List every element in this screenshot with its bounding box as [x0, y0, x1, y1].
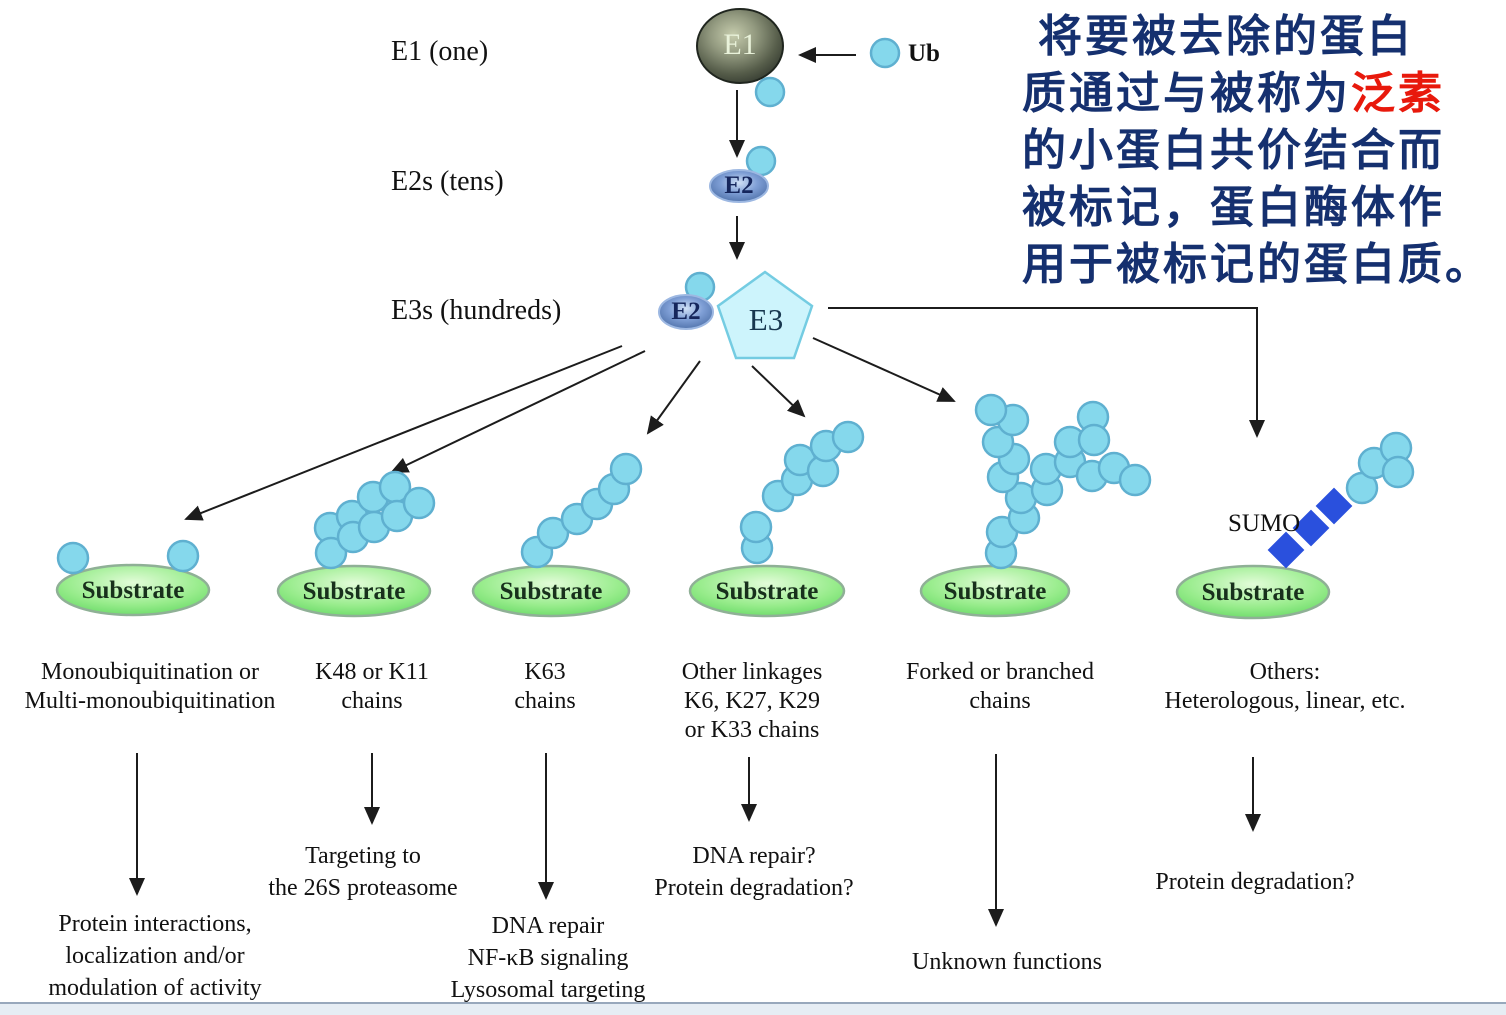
e2b-enzyme	[658, 294, 714, 330]
label-line: Lysosomal targeting	[450, 977, 646, 1003]
ubiquitin-chain-forked	[974, 393, 1152, 570]
chain-type-label-3: K63 chains	[514, 658, 575, 716]
outcome-label-4: DNA repair? Protein degradation?	[654, 840, 853, 904]
arrow-to-substrate-4	[751, 365, 806, 418]
substrate-1-ellipse	[55, 563, 211, 617]
chain-type-label-2: K48 or K11 chains	[315, 658, 429, 716]
e3-fan-arrows	[184, 307, 1265, 521]
e2-enzyme	[709, 169, 769, 203]
chain-type-label-6: Others: Heterologous, linear, etc.	[1165, 658, 1406, 716]
arrow-to-substrate-2	[390, 350, 646, 473]
e2-row-label: E2s (tens)	[391, 166, 504, 197]
substrate-label-3: Substrate	[499, 578, 603, 605]
ubiquitin-legend-icon	[869, 37, 901, 69]
ubiquitin-on-e1	[754, 76, 786, 108]
e1-enzyme	[696, 8, 784, 84]
sumo-diamonds	[1267, 487, 1353, 569]
annotation-segment: 质通过与被称为	[1022, 69, 1351, 118]
ubiquitin-chain-mono	[56, 539, 200, 575]
label-line: DNA repair	[491, 913, 605, 939]
outcome-label-6: Protein degradation?	[1155, 866, 1354, 898]
label-line: Unknown functions	[912, 949, 1102, 975]
label-line: Protein degradation?	[654, 875, 854, 901]
chain-type-label-5: Forked or branched chains	[906, 658, 1094, 716]
substrate-label-4: Substrate	[715, 578, 819, 605]
annotation-line: 的小蛋白共价结合而	[1022, 126, 1445, 175]
label-line: the 26S proteasome	[268, 875, 458, 901]
substrate-label-5: Substrate	[943, 578, 1047, 605]
label-line: K63	[524, 659, 566, 685]
label-line: chains	[341, 688, 403, 714]
arrow-to-substrate-1	[184, 345, 623, 521]
substrate-4-ellipse	[688, 564, 846, 618]
label-line: or K33 chains	[684, 717, 820, 743]
label-line: NF-κB signaling	[467, 945, 629, 971]
e3-row-label: E3s (hundreds)	[391, 295, 562, 326]
label-line: Protein degradation?	[1155, 869, 1355, 895]
e1-node-text: E1	[723, 28, 757, 61]
substrate-label-1: Substrate	[81, 577, 185, 604]
sumo-chain-ubiquitins	[1345, 431, 1415, 505]
chain-type-label-4: Other linkages K6, K27, K29 or K33 chain…	[682, 658, 823, 745]
e3-node-text: E3	[748, 302, 784, 337]
substrate-2-ellipse	[276, 564, 432, 618]
label-line: K48 or K11	[315, 659, 429, 685]
label-line: Multi-monoubiquitination	[24, 688, 276, 714]
e2b-node-text: E2	[671, 298, 701, 325]
label-line: DNA repair?	[692, 843, 816, 869]
arrow-to-substrate-6	[828, 307, 1265, 438]
label-line: Targeting to	[305, 843, 421, 869]
label-line: Monoubiquitination or	[40, 659, 259, 685]
substrate-3-ellipse	[471, 564, 631, 618]
bottom-edge-bar	[0, 1002, 1506, 1015]
annotation-line: 被标记，蛋白酶体作	[1022, 183, 1445, 232]
annotation-line: 将要被去除的蛋白	[1038, 12, 1414, 61]
sumo-label: SUMO	[1228, 510, 1301, 537]
e2-node-text: E2	[724, 172, 754, 199]
ubiquitin-chain-k48	[313, 470, 436, 570]
annotation-highlight: 泛素	[1351, 69, 1445, 118]
ub-legend-label: Ub	[908, 40, 940, 67]
arrow-to-substrate-5	[812, 337, 956, 402]
label-line: Forked or branched	[906, 659, 1094, 685]
chain-type-label-1: Monoubiquitination or Multi-monoubiquiti…	[25, 658, 276, 716]
cascade-arrows	[729, 47, 856, 260]
arrow-to-substrate-3	[646, 360, 701, 435]
label-line: Others:	[1249, 659, 1321, 685]
substrate-label-2: Substrate	[302, 578, 406, 605]
ubiquitin-chain-other	[739, 420, 865, 565]
substrate-6-ellipse	[1175, 564, 1331, 620]
e3-ligase-pentagon	[716, 270, 814, 360]
e1-row-label: E1 (one)	[391, 36, 489, 67]
chinese-annotation: 将要被去除的蛋白 质通过与被称为泛素 的小蛋白共价结合而 被标记，蛋白酶体作 用…	[1022, 8, 1506, 293]
outcome-arrows	[129, 753, 1261, 927]
annotation-line: 用于被标记的蛋白质。	[1022, 240, 1492, 289]
label-line: K6, K27, K29	[684, 688, 820, 714]
label-line: modulation of activity	[48, 975, 262, 1001]
ubiquitin-chain-k63	[520, 452, 643, 569]
label-line: Other linkages	[681, 659, 823, 685]
substrate-ellipses	[55, 563, 1331, 620]
label-line: Heterologous, linear, etc.	[1164, 688, 1406, 714]
substrate-label-6: Substrate	[1201, 579, 1305, 606]
outcome-label-1: Protein interactions, localization and/o…	[48, 908, 261, 1004]
outcome-label-5: Unknown functions	[912, 946, 1102, 978]
label-line: Protein interactions,	[58, 911, 252, 937]
outcome-label-2: Targeting to the 26S proteasome	[268, 840, 457, 904]
label-line: chains	[514, 688, 576, 714]
outcome-label-3: DNA repair NF-κB signaling Lysosomal tar…	[451, 910, 646, 1006]
label-line: localization and/or	[65, 943, 245, 969]
annotation-line: 质通过与被称为泛素	[1022, 65, 1506, 122]
label-line: chains	[969, 688, 1031, 714]
